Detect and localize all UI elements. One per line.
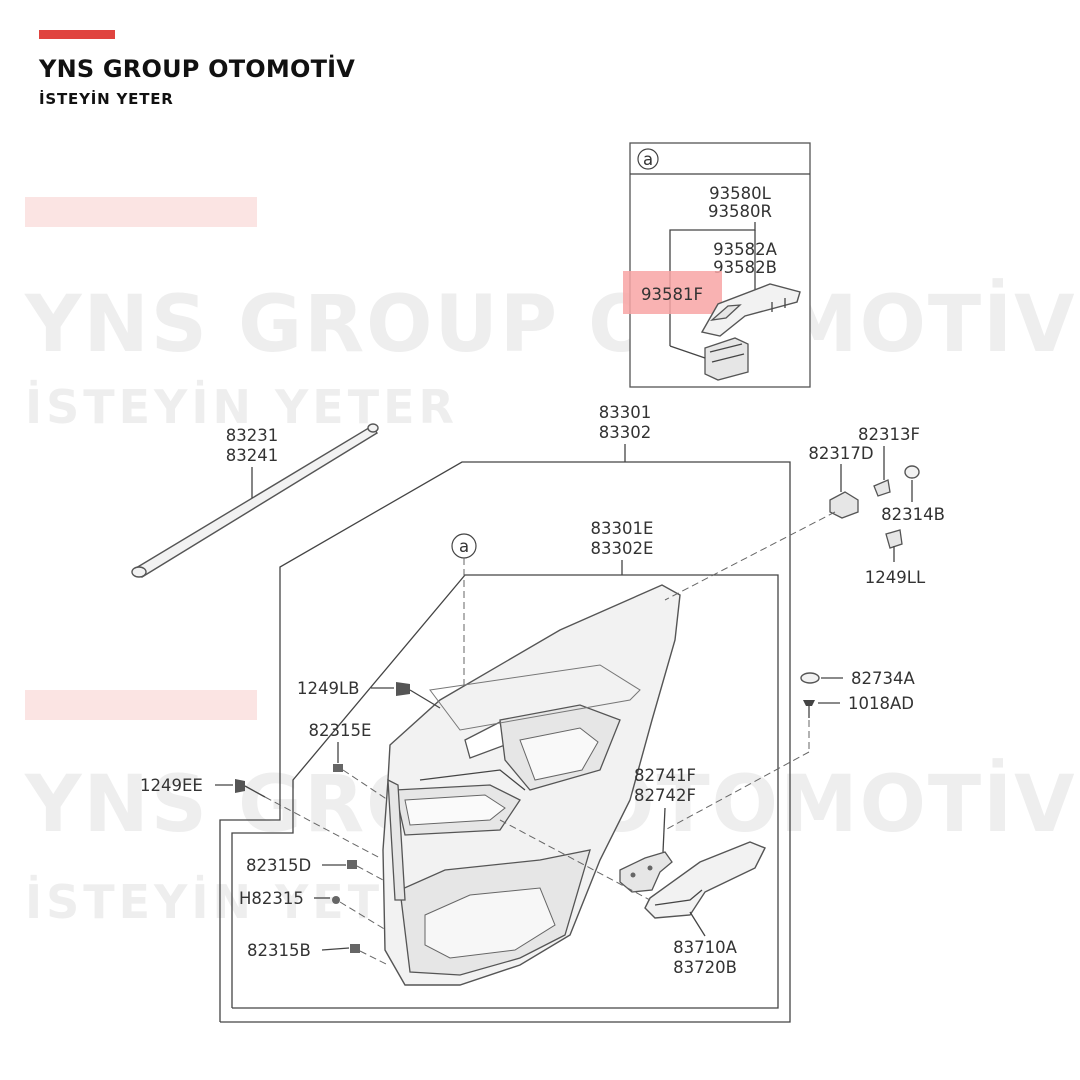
label-83231: 83231 — [226, 426, 279, 445]
label-82313F: 82313F — [858, 425, 920, 444]
watermark-tagline: İSTEYİN YETER — [25, 380, 458, 434]
label-1249EE: 1249EE — [140, 776, 203, 795]
label-93582A: 93582A — [713, 240, 777, 259]
label-82317D: 82317D — [808, 444, 873, 463]
label-83301E: 83301E — [591, 519, 654, 538]
door-trim-assembly-outline: 83301 83302 — [219, 403, 791, 1023]
clip-assembly-upper-right: 82317D 82313F 82314B 1249LL — [664, 425, 945, 601]
label-93580L: 93580L — [709, 184, 771, 203]
brand-tagline: İSTEYİN YETER — [39, 90, 174, 108]
watermark-tagline: İSTEYİN YETER — [25, 875, 458, 929]
label-82315B: 82315B — [247, 941, 311, 960]
label-83302: 83302 — [599, 423, 652, 442]
weatherstrip-part: 83231 83241 — [131, 423, 379, 578]
label-1249LB: 1249LB — [297, 679, 360, 698]
detail-box-a: a 93580L 93580R 93582A 93582B 93581F — [623, 142, 811, 388]
watermark-bar — [25, 690, 257, 720]
door-trim-panel-part — [382, 584, 681, 986]
label-82315E: 82315E — [309, 721, 372, 740]
label-83710A: 83710A — [673, 938, 737, 957]
highlight-93581F — [623, 271, 722, 314]
label-82734A: 82734A — [851, 669, 915, 688]
watermark-title: YNS GROUP OTOMOTİV — [25, 280, 1077, 370]
bracket-part: 82741F 82742F — [619, 766, 696, 893]
cap-and-screw-right: 82734A 1018AD — [664, 669, 915, 831]
watermark-bar — [25, 197, 257, 227]
armrest-part: 83710A 83720B — [644, 841, 766, 977]
label-1249LL: 1249LL — [865, 568, 926, 587]
label-83241: 83241 — [226, 446, 279, 465]
brand-accent-bar — [39, 30, 115, 39]
label-83301: 83301 — [599, 403, 652, 422]
label-82742F: 82742F — [634, 786, 696, 805]
label-82314B: 82314B — [881, 505, 945, 524]
label-83720B: 83720B — [673, 958, 737, 977]
detail-marker-label: a — [459, 537, 469, 556]
label-82315D: 82315D — [246, 856, 311, 875]
label-H82315: H82315 — [239, 889, 304, 908]
label-83302E: 83302E — [591, 539, 654, 558]
label-93582B: 93582B — [713, 258, 777, 277]
fasteners-left: 1249LB 82315E 1249EE 82315D H82315 82315… — [140, 679, 651, 966]
detail-marker-circle — [637, 148, 659, 170]
switch-cover-part — [700, 283, 801, 337]
label-93580R: 93580R — [708, 202, 772, 221]
label-93581F: 93581F — [641, 285, 703, 304]
label-82741F: 82741F — [634, 766, 696, 785]
label-1018AD: 1018AD — [848, 694, 914, 713]
brand-title: YNS GROUP OTOMOTİV — [39, 55, 356, 83]
detail-marker-label: a — [643, 150, 653, 169]
